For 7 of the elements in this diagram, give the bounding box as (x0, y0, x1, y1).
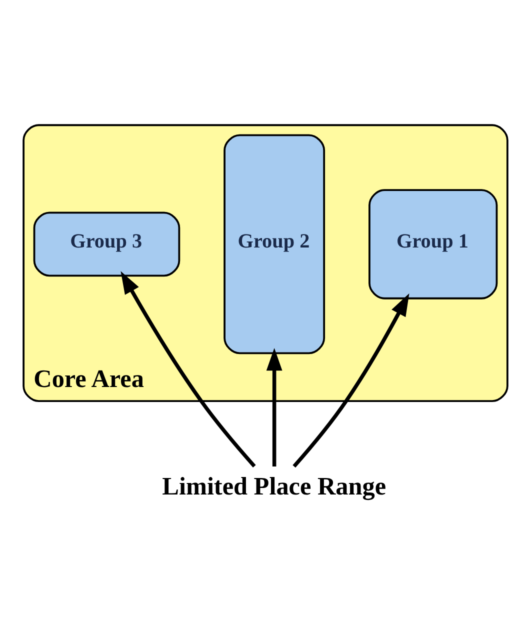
node-box: Group 2 (224, 134, 326, 354)
arrow (266, 347, 282, 466)
node-text: Limited Place Range (162, 472, 386, 500)
node-box: Group 3 (33, 211, 180, 276)
arrow (120, 270, 256, 467)
node-box: Group 1 (368, 188, 498, 299)
arrow (292, 292, 410, 468)
